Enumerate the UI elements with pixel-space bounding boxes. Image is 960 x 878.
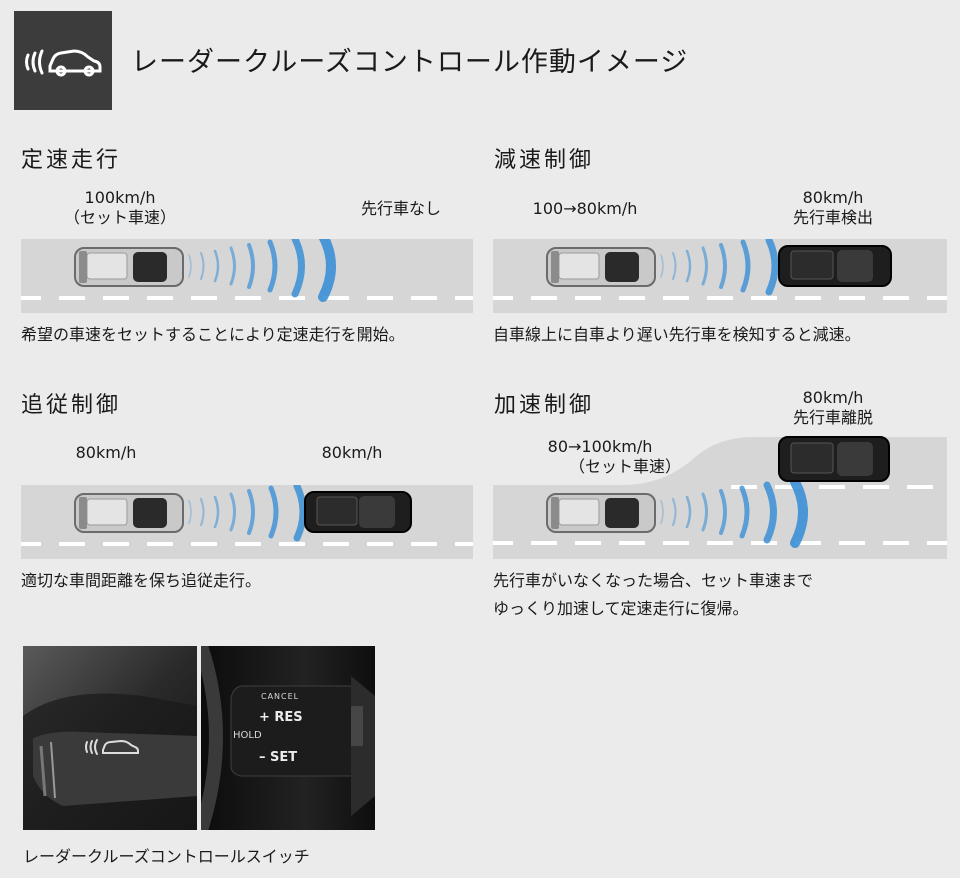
section-title-decel: 減速制御 [494, 148, 595, 173]
road-scene-decel [493, 239, 947, 313]
radar-wave [188, 485, 307, 542]
section-title-follow: 追従制御 [21, 393, 122, 418]
scenario-description: 自車線上に自車より遅い先行車を検知すると減速。 [493, 325, 861, 344]
lead-speed-label: 80km/h [802, 388, 864, 407]
page-title: レーダークルーズコントロール作動イメージ [131, 47, 689, 78]
own-speed-label: 80→100km/h [547, 437, 653, 456]
radar-wave [660, 477, 808, 548]
lane-marks [21, 296, 473, 300]
own-speed-label: 100km/h [84, 188, 156, 207]
own-car [546, 247, 656, 287]
lead-speed-label: 80km/h [321, 443, 383, 462]
lead-car [304, 491, 412, 533]
lead-status-label: 先行車なし [360, 199, 441, 218]
lead-status-label: 先行車離脱 [792, 408, 873, 427]
road-scene-constant [21, 239, 473, 313]
radar-wave [660, 239, 779, 296]
switch-photo-lever: CANCEL + RES HOLD – SET [201, 646, 375, 830]
radar-cruise-icon [85, 739, 139, 755]
own-speed-label: 80km/h [75, 443, 137, 462]
lane-marks [493, 296, 947, 300]
radar-wave [188, 239, 336, 302]
road-scene-accel [493, 436, 947, 559]
res-label: + RES [259, 710, 303, 725]
cancel-label: CANCEL [261, 692, 300, 701]
hold-label: HOLD [233, 730, 262, 741]
section-title-constant: 定速走行 [21, 148, 122, 173]
scenario-description-line1: 先行車がいなくなった場合、セット車速まで [493, 571, 814, 590]
lead-car [778, 436, 890, 482]
lead-car [778, 245, 892, 287]
radar-cruise-icon [25, 49, 102, 77]
own-note-label: （セット車速） [63, 208, 176, 227]
own-speed-label: 100→80km/h [532, 199, 638, 218]
switch-caption: レーダークルーズコントロールスイッチ [23, 847, 310, 866]
lane-marks [21, 542, 473, 546]
own-note-label: （セット車速） [568, 457, 681, 476]
header-icon-box [14, 11, 112, 110]
set-label: – SET [259, 750, 298, 765]
lead-speed-label: 80km/h [802, 188, 864, 207]
scenario-description-line2: ゆっくり加速して定速走行に復帰。 [493, 599, 749, 618]
own-car [546, 493, 656, 533]
own-car [74, 493, 184, 533]
switch-photo-console [23, 646, 197, 830]
section-title-accel: 加速制御 [494, 393, 595, 418]
scenario-description: 希望の車速をセットすることにより定速走行を開始。 [21, 325, 405, 344]
lead-status-label: 先行車検出 [792, 208, 873, 227]
scenario-description: 適切な車間距離を保ち追従走行。 [21, 571, 262, 590]
road-scene-follow [21, 485, 473, 559]
own-car [74, 247, 184, 287]
